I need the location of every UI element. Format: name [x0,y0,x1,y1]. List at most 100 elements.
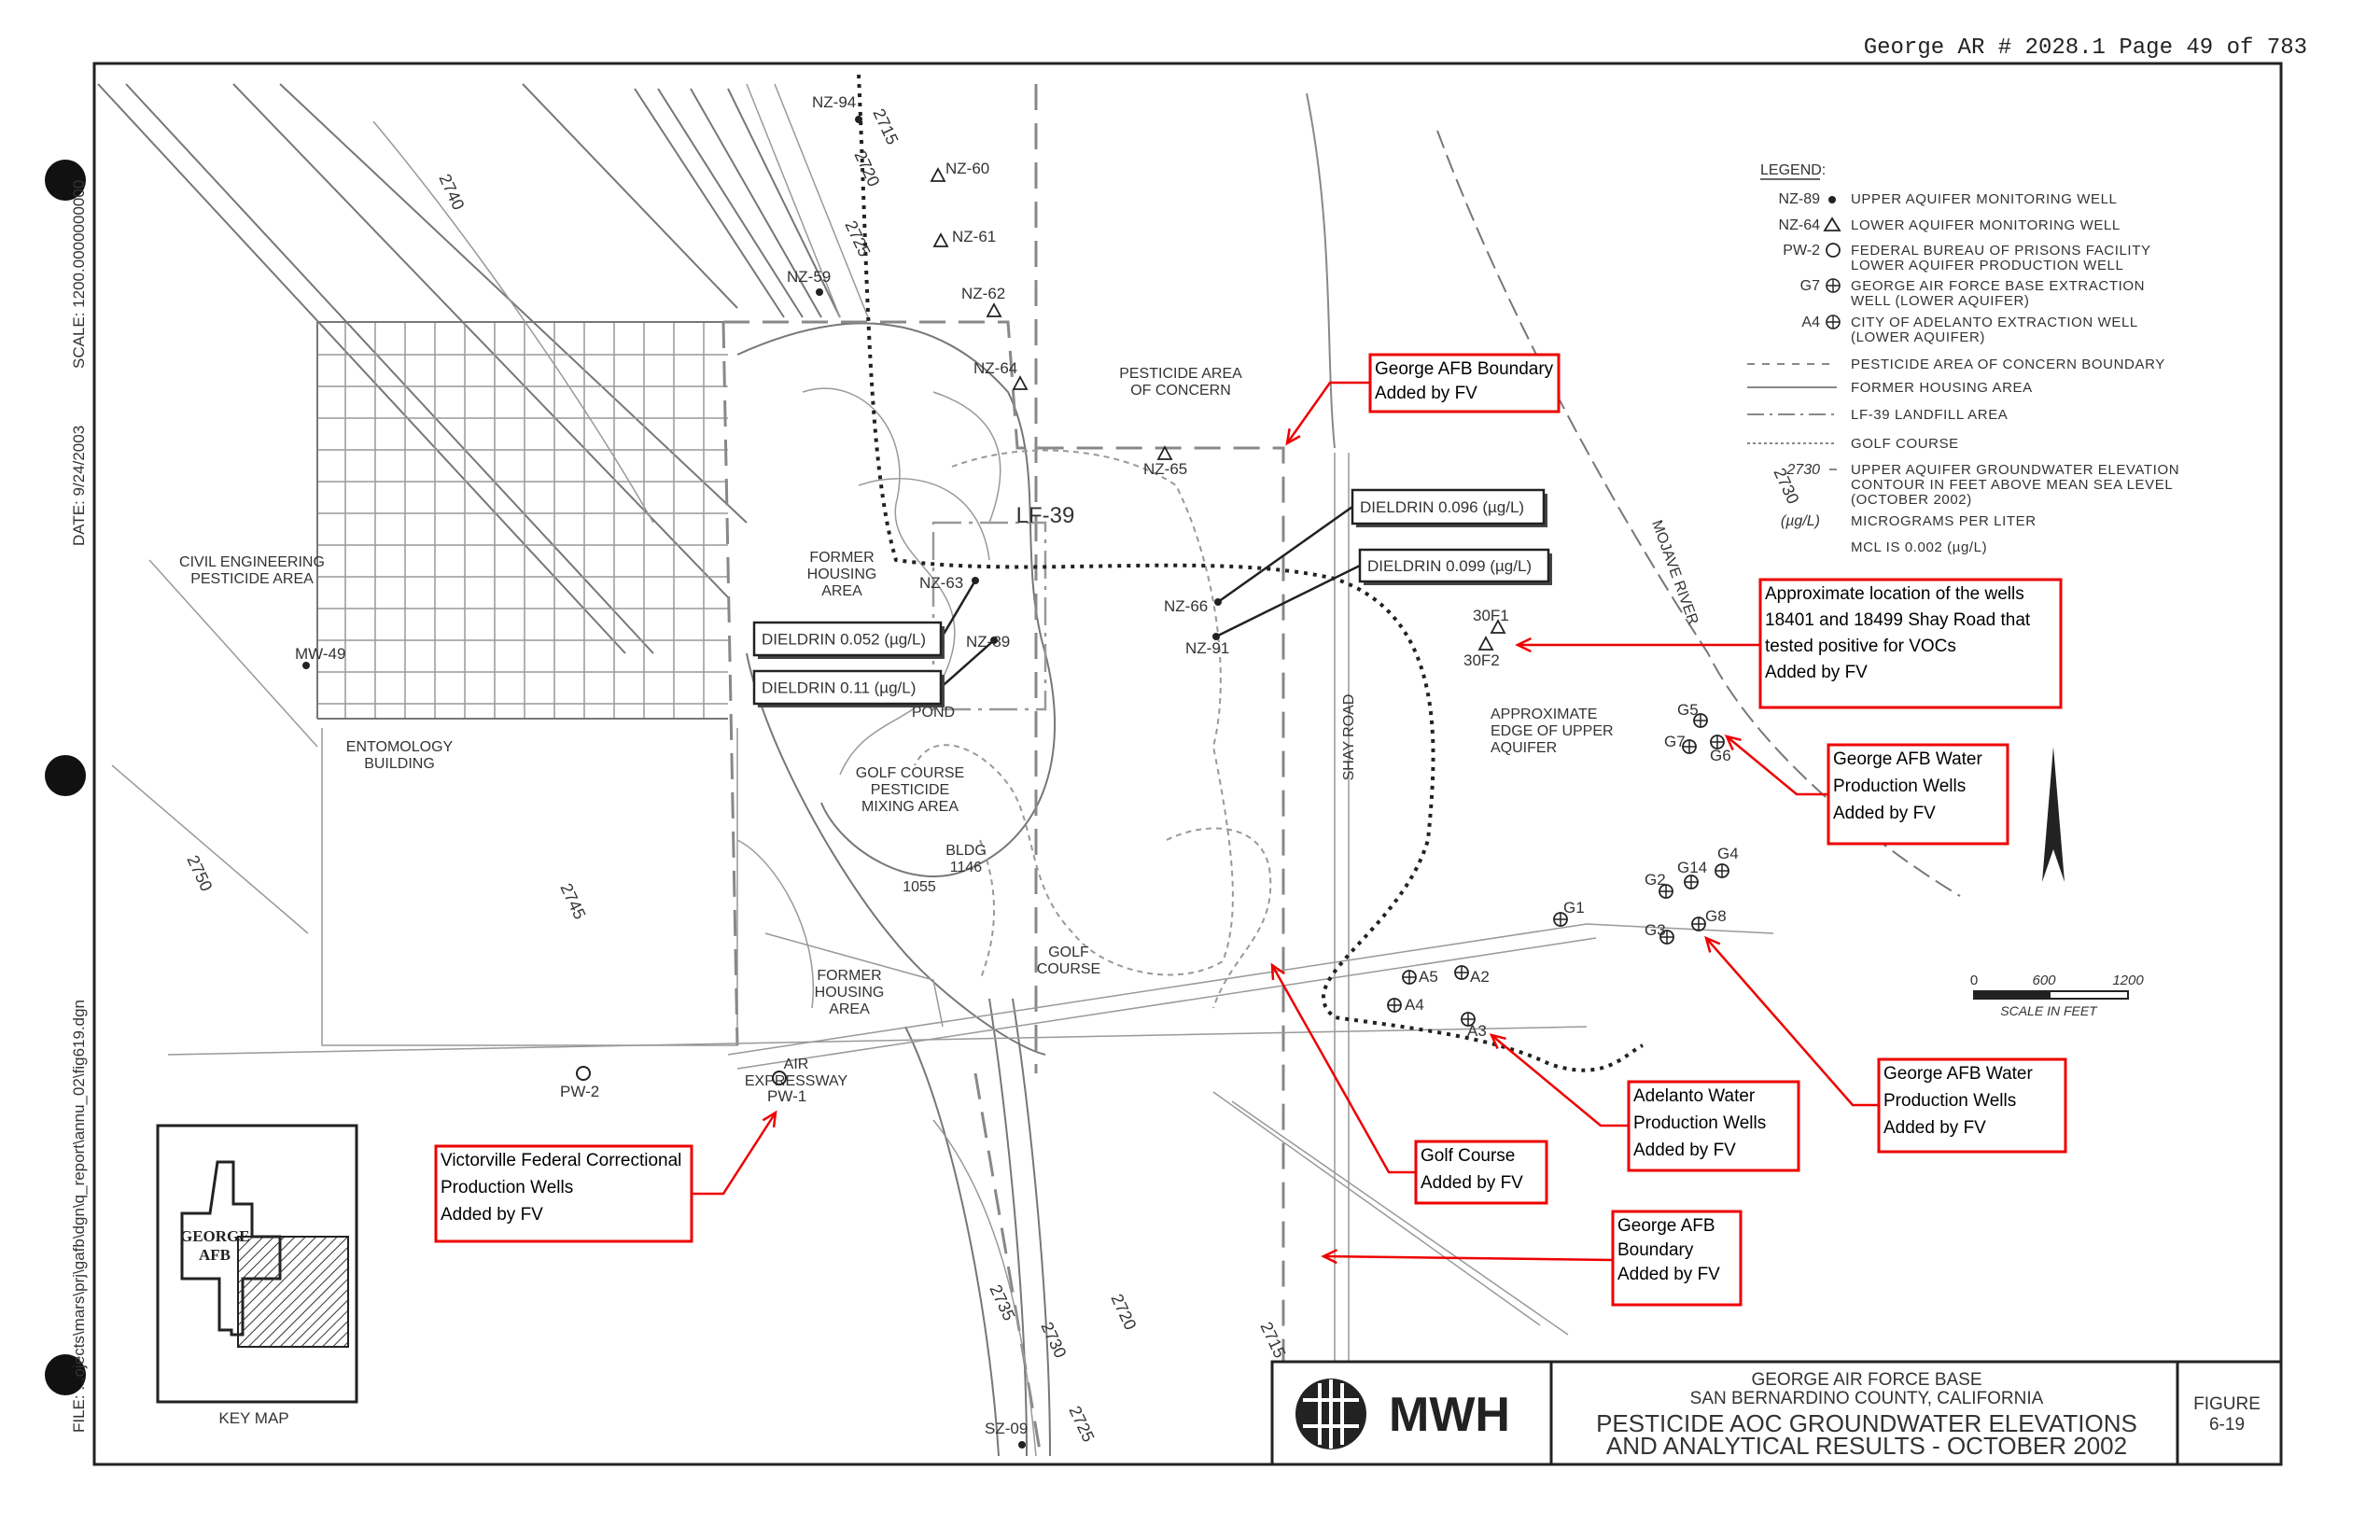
contour-label: 2725 [841,217,874,259]
contour-label: 2725 [1065,1403,1098,1445]
annotation-text: Boundary [1617,1240,1694,1260]
fv-annotation-callout: Victorville Federal CorrectionalProducti… [434,1110,777,1243]
map-label: MOJAVE RIVER [1648,518,1701,627]
date-text: DATE: 9/24/2003 [70,426,88,546]
legend-text: (LOWER AQUIFER) [1851,329,1985,345]
annotation-leader-line [1270,964,1416,1174]
binder-hole [45,160,86,201]
annotation-leader-line [1285,381,1370,444]
key-map: GEORGE AFB KEY MAP [156,1124,358,1427]
well-marker[interactable]: 30F1 [1473,607,1509,634]
legend-text: FORMER HOUSING AREA [1851,380,2033,396]
lower-aquifer-well-icon [1012,375,1029,390]
binder-hole [45,1354,86,1395]
well-label: NZ-65 [1143,460,1187,478]
well-marker[interactable]: A5 [1402,968,1438,986]
lower-aquifer-well-icon [1490,619,1506,634]
map-label-line: AREA [829,1001,870,1017]
well-marker[interactable]: MW-49 [295,645,345,669]
well-label: NZ-62 [961,285,1005,302]
dieldrin-result-text: DIELDRIN 0.096 (µg/L) [1360,498,1524,516]
figure-label: FIGURE [2193,1394,2261,1414]
well-marker[interactable]: NZ-94 [812,93,862,123]
legend-item: PESTICIDE AREA OF CONCERN BOUNDARY [1747,357,2164,372]
well-label: NZ-63 [919,574,963,592]
extraction-well-icon [1454,965,1469,980]
annotation-leader-line [1323,1254,1614,1262]
well-marker[interactable]: NZ-91 [1185,633,1229,657]
well-marker[interactable]: NZ-62 [961,285,1005,317]
production-well-icon [576,1066,591,1081]
scale-tick: 600 [2032,973,2056,988]
annotation-text: Added by FV [1765,663,1868,682]
legend-text: LOWER AQUIFER PRODUCTION WELL [1851,258,2123,273]
well-marker[interactable]: NZ-65 [1143,445,1187,478]
well-label: G7 [1664,733,1686,750]
map-label-line: 1055 [903,879,936,895]
well-marker[interactable]: G2 [1645,871,1673,899]
well-marker[interactable]: SZ-09 [985,1420,1028,1449]
map-label-line: APPROXIMATE [1491,707,1597,722]
annotation-text: Added by FV [1633,1141,1736,1160]
contour-label: 2720 [1107,1291,1140,1333]
well-label: G4 [1717,845,1739,862]
well-marker[interactable]: G5 [1677,701,1708,728]
extraction-well-icon [1715,863,1729,878]
upper-aquifer-well-icon [1018,1441,1026,1449]
map-label-line: BLDG [945,843,987,859]
well-marker[interactable]: G7 [1664,733,1697,754]
arrowhead-icon [1489,1033,1506,1050]
figure-title: AND ANALYTICAL RESULTS - OCTOBER 2002 [1606,1432,2127,1460]
legend-symbol-label: A4 [1801,315,1820,330]
well-marker[interactable]: PW-1 [767,1071,806,1105]
well-marker[interactable]: 30F2 [1463,636,1500,669]
legend-text: WELL (LOWER AQUIFER) [1851,293,2029,309]
well-marker[interactable]: G4 [1715,845,1739,878]
well-label: A5 [1419,968,1438,986]
well-marker[interactable]: NZ-59 [787,268,831,296]
well-label: NZ-91 [1185,639,1229,657]
map-label-line: EXPRESSWAY [745,1073,848,1089]
well-marker[interactable]: G1 [1553,899,1585,927]
well-marker[interactable]: A3 [1461,1012,1487,1040]
map-label-line: HOUSING [815,985,885,1001]
title-line: SAN BERNARDINO COUNTY, CALIFORNIA [1690,1389,2044,1408]
well-label: NZ-66 [1164,597,1208,615]
well-marker[interactable]: G6 [1710,735,1731,764]
well-marker[interactable]: G3 [1645,921,1674,945]
well-marker[interactable]: NZ-61 [932,228,996,247]
map-linework [97,74,1961,1457]
legend-title: LEGEND: [1760,162,1826,178]
upper-aquifer-well-icon [816,288,823,296]
legend-symbol-label: PW-2 [1783,243,1820,259]
well-marker[interactable]: NZ-60 [930,160,989,182]
well-marker[interactable]: G14 [1677,859,1707,889]
lower-aquifer-well-icon [932,232,949,247]
annotation-text: Adelanto Water [1633,1086,1756,1106]
well-marker[interactable]: PW-2 [560,1066,599,1100]
legend-symbol-label: NZ-64 [1779,217,1821,233]
well-marker[interactable]: G8 [1691,907,1727,931]
dieldrin-result-callout: DIELDRIN 0.099 (µg/L) [1215,548,1552,638]
page-header: George AR # 2028.1 Page 49 of 783 [1864,35,2307,61]
annotation-text: George AFB Water [1833,749,1982,769]
extraction-well-icon [1710,735,1725,749]
well-marker[interactable]: A4 [1387,996,1424,1014]
title-block: MWH GEORGE AIR FORCE BASE SAN BERNARDINO… [1270,1360,2283,1466]
well-marker[interactable]: A2 [1454,965,1490,986]
map-label-line: BUILDING [364,756,435,772]
well-label: G1 [1563,899,1585,917]
well-label: G8 [1705,907,1727,925]
scale-bar: 0 600 1200 SCALE IN FEET [1970,973,2145,1018]
well-marker[interactable]: NZ-89 [966,633,1010,651]
well-marker[interactable]: NZ-64 [973,359,1029,390]
